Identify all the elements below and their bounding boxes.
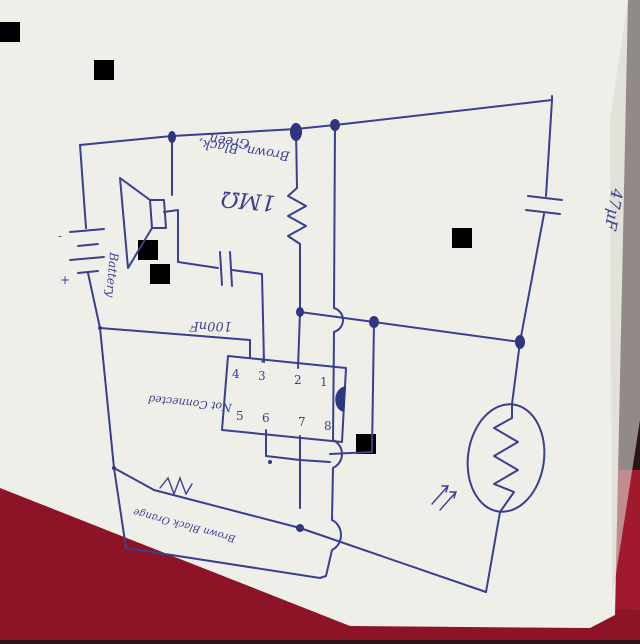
svg-text:5: 5: [236, 409, 244, 423]
wire-hop: [333, 307, 344, 333]
svg-text:-: -: [58, 229, 62, 243]
ic-pins-top: 4 3 2 1: [232, 367, 328, 389]
bottom-wire: [99, 327, 487, 593]
svg-text:1: 1: [320, 375, 328, 389]
redaction-block: [150, 264, 170, 284]
resistor-colors-label-2: Green: [209, 130, 251, 150]
redaction-block: [452, 228, 472, 248]
wire: [333, 124, 336, 309]
redaction-block: [0, 22, 20, 42]
resistor-value-label: 1MΩ: [220, 185, 277, 215]
speaker-icon: [119, 135, 179, 269]
svg-text:3: 3: [258, 369, 266, 383]
wire: [99, 327, 251, 359]
bottom-resistor: [159, 476, 193, 496]
svg-text:+: +: [60, 273, 70, 287]
resistor-1m: [287, 128, 307, 313]
redaction-block: [94, 60, 114, 80]
redaction-block: [356, 434, 376, 454]
battery-label: Battery: [103, 251, 121, 298]
junction-dots: [98, 119, 525, 532]
photoresistor: [431, 341, 546, 593]
redaction-block: [138, 240, 158, 260]
svg-text:4: 4: [232, 367, 240, 381]
ic-pins-bottom: 5 6 7 8: [236, 409, 332, 433]
capacitor-100nf: [177, 251, 265, 363]
ic-chip: [221, 355, 347, 443]
svg-text:2: 2: [294, 373, 302, 387]
svg-text:6: 6: [262, 411, 270, 425]
battery-symbol: - +: [58, 144, 105, 329]
capacitor-47uf: [519, 99, 563, 343]
svg-text:8: 8: [324, 419, 332, 433]
svg-text:7: 7: [298, 415, 306, 429]
cap-small-label: 100nF: [189, 318, 232, 333]
